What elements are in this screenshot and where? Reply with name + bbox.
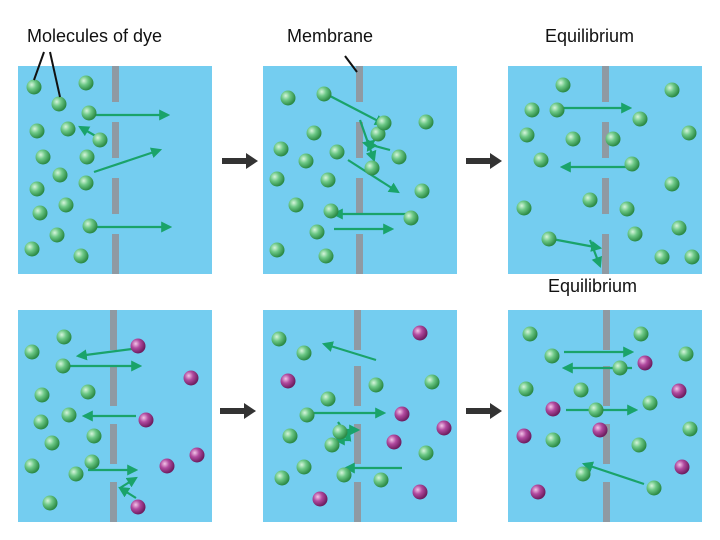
process-arrows [220, 153, 502, 419]
equilibrium-label-bottom: Equilibrium [548, 276, 638, 296]
label-pointers [33, 51, 358, 98]
membrane-top-1 [112, 66, 119, 274]
membrane-top-2 [356, 66, 363, 274]
membrane-bottom-1 [110, 310, 117, 522]
membrane-bottom-2 [354, 310, 361, 522]
purple-dye-molecules [130, 325, 690, 515]
membrane-bottom-3 [603, 310, 610, 522]
movement-arrows [64, 95, 645, 499]
equilibrium-label-top: Equilibrium [545, 26, 635, 46]
molecules-of-dye-label: Molecules of dye [27, 26, 163, 46]
green-dye-molecules [24, 75, 700, 511]
membrane-top-3 [602, 66, 609, 274]
membrane-label: Membrane [287, 26, 374, 46]
